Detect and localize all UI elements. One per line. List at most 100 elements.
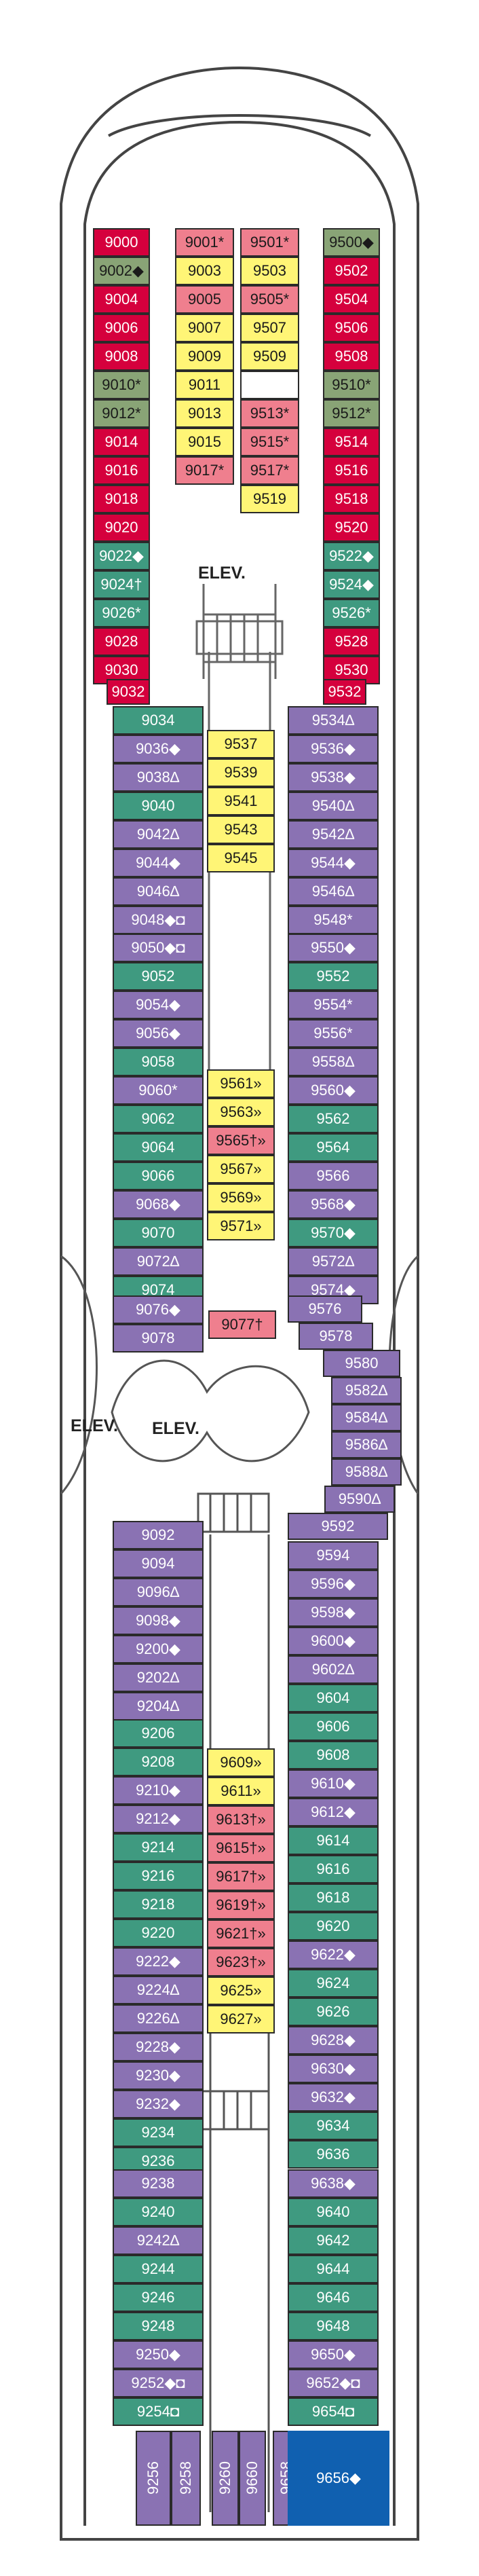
cabin-9020[interactable]: 9020 — [93, 513, 150, 542]
cabin-9504[interactable]: 9504 — [323, 285, 380, 314]
cabin-9590[interactable]: 9590∆ — [324, 1486, 395, 1513]
cabin-9613[interactable]: 9613†» — [207, 1805, 275, 1834]
cabin-9516[interactable]: 9516 — [323, 456, 380, 485]
cabin-9026[interactable]: 9026* — [93, 599, 150, 627]
cabin-9656[interactable]: 9656◆ — [288, 2431, 389, 2526]
cabin-9600[interactable]: 9600◆ — [288, 1627, 379, 1655]
cabin-9040[interactable]: 9040 — [113, 792, 204, 820]
cabin-9258[interactable]: 9258 — [171, 2431, 201, 2526]
cabin-9218[interactable]: 9218 — [113, 1890, 204, 1919]
cabin-9622[interactable]: 9622◆ — [288, 1940, 379, 1969]
cabin-9638[interactable]: 9638◆ — [288, 2169, 379, 2198]
cabin-9572[interactable]: 9572∆ — [288, 1247, 379, 1276]
cabin-9608[interactable]: 9608 — [288, 1741, 379, 1769]
cabin-9098[interactable]: 9098◆ — [113, 1606, 204, 1635]
cabin-9541[interactable]: 9541 — [207, 787, 275, 815]
cabin-9058[interactable]: 9058 — [113, 1048, 204, 1076]
cabin-9066[interactable]: 9066 — [113, 1162, 204, 1190]
cabin-9519[interactable]: 9519 — [240, 485, 299, 513]
cabin-9646[interactable]: 9646 — [288, 2283, 379, 2312]
cabin-9548[interactable]: 9548* — [288, 906, 379, 934]
cabin-9005[interactable]: 9005 — [175, 285, 234, 314]
cabin-9254[interactable]: 9254◘ — [113, 2397, 204, 2426]
cabin-9602[interactable]: 9602∆ — [288, 1655, 379, 1684]
cabin-9204[interactable]: 9204∆ — [113, 1692, 204, 1721]
cabin-9588[interactable]: 9588∆ — [331, 1458, 402, 1486]
cabin-9515[interactable]: 9515* — [240, 428, 299, 456]
cabin-9626[interactable]: 9626 — [288, 1998, 379, 2026]
cabin-9556[interactable]: 9556* — [288, 1019, 379, 1048]
cabin-9224[interactable]: 9224∆ — [113, 1976, 204, 2004]
cabin-9627[interactable]: 9627» — [207, 2005, 275, 2034]
cabin-9606[interactable]: 9606 — [288, 1712, 379, 1741]
cabin-9038[interactable]: 9038∆ — [113, 763, 204, 792]
cabin-9256[interactable]: 9256 — [136, 2431, 171, 2526]
cabin-9028[interactable]: 9028 — [93, 627, 150, 656]
cabin-9248[interactable]: 9248 — [113, 2312, 204, 2340]
cabin-9543[interactable]: 9543 — [207, 815, 275, 844]
cabin-9076[interactable]: 9076◆ — [113, 1295, 204, 1324]
cabin-9046[interactable]: 9046∆ — [113, 877, 204, 906]
cabin-9513[interactable]: 9513* — [240, 399, 299, 428]
cabin-9015[interactable]: 9015 — [175, 428, 234, 456]
cabin-9502[interactable]: 9502 — [323, 257, 380, 285]
cabin-9506[interactable]: 9506 — [323, 314, 380, 342]
cabin-9222[interactable]: 9222◆ — [113, 1947, 204, 1976]
cabin-9032[interactable]: 9032 — [107, 679, 150, 705]
cabin-9024[interactable]: 9024† — [93, 570, 150, 599]
cabin-9230[interactable]: 9230◆ — [113, 2061, 204, 2090]
cabin-9238[interactable]: 9238 — [113, 2169, 204, 2198]
cabin-9064[interactable]: 9064 — [113, 1133, 204, 1162]
cabin-9014[interactable]: 9014 — [93, 428, 150, 456]
cabin-9072[interactable]: 9072∆ — [113, 1247, 204, 1276]
cabin-9060[interactable]: 9060* — [113, 1076, 204, 1105]
cabin-9214[interactable]: 9214 — [113, 1833, 204, 1862]
cabin-9550[interactable]: 9550◆ — [288, 934, 379, 962]
cabin-9634[interactable]: 9634 — [288, 2112, 379, 2140]
cabin-9000[interactable]: 9000 — [93, 228, 150, 257]
cabin-9568[interactable]: 9568◆ — [288, 1190, 379, 1219]
cabin-9654[interactable]: 9654◘ — [288, 2397, 379, 2426]
cabin-9002[interactable]: 9002◆ — [93, 257, 150, 285]
cabin-9604[interactable]: 9604 — [288, 1684, 379, 1712]
cabin-9552[interactable]: 9552 — [288, 962, 379, 991]
cabin-9564[interactable]: 9564 — [288, 1133, 379, 1162]
cabin-9044[interactable]: 9044◆ — [113, 849, 204, 877]
cabin-9077[interactable]: 9077† — [208, 1310, 276, 1339]
cabin-9048[interactable]: 9048◆◘ — [113, 906, 204, 934]
cabin-9022[interactable]: 9022◆ — [93, 542, 150, 570]
cabin-9070[interactable]: 9070 — [113, 1219, 204, 1247]
cabin-9007[interactable]: 9007 — [175, 314, 234, 342]
cabin-9609[interactable]: 9609» — [207, 1748, 275, 1777]
cabin-9578[interactable]: 9578 — [299, 1323, 373, 1350]
cabin-9212[interactable]: 9212◆ — [113, 1805, 204, 1833]
cabin-9518[interactable]: 9518 — [323, 485, 380, 513]
cabin-9526[interactable]: 9526* — [323, 599, 380, 627]
cabin-9034[interactable]: 9034 — [113, 706, 204, 735]
cabin-9001[interactable]: 9001* — [175, 228, 234, 257]
cabin-9226[interactable]: 9226∆ — [113, 2004, 204, 2033]
cabin-9612[interactable]: 9612◆ — [288, 1798, 379, 1826]
cabin-9545[interactable]: 9545 — [207, 844, 275, 872]
cabin-9538[interactable]: 9538◆ — [288, 763, 379, 792]
cabin-9580[interactable]: 9580 — [323, 1350, 400, 1377]
cabin-9511x[interactable] — [240, 371, 299, 399]
cabin-9650[interactable]: 9650◆ — [288, 2340, 379, 2369]
cabin-9052[interactable]: 9052 — [113, 962, 204, 991]
cabin-9596[interactable]: 9596◆ — [288, 1570, 379, 1598]
cabin-9017[interactable]: 9017* — [175, 456, 234, 485]
cabin-9584[interactable]: 9584∆ — [331, 1404, 402, 1431]
cabin-9068[interactable]: 9068◆ — [113, 1190, 204, 1219]
cabin-9011[interactable]: 9011 — [175, 371, 234, 399]
cabin-9640[interactable]: 9640 — [288, 2198, 379, 2226]
cabin-9636[interactable]: 9636 — [288, 2140, 379, 2169]
cabin-9509[interactable]: 9509 — [240, 342, 299, 371]
cabin-9010[interactable]: 9010* — [93, 371, 150, 399]
cabin-9503[interactable]: 9503 — [240, 257, 299, 285]
cabin-9615[interactable]: 9615†» — [207, 1834, 275, 1862]
cabin-9652[interactable]: 9652◆◘ — [288, 2369, 379, 2397]
cabin-9050[interactable]: 9050◆◘ — [113, 934, 204, 962]
cabin-9624[interactable]: 9624 — [288, 1969, 379, 1998]
cabin-9621[interactable]: 9621†» — [207, 1919, 275, 1948]
cabin-9642[interactable]: 9642 — [288, 2226, 379, 2255]
